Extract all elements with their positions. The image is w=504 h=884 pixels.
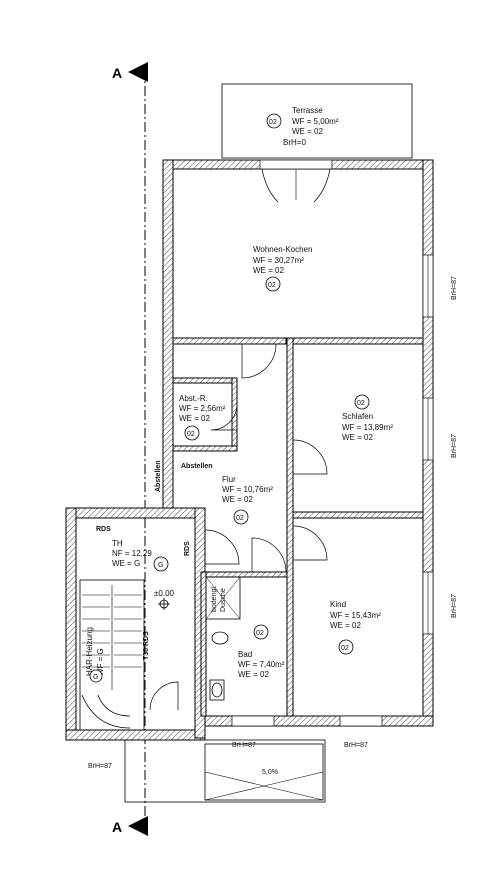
room-wf: WF = G	[96, 648, 105, 676]
label-brh-right-1: BrH=87	[451, 276, 458, 300]
label-slope: 5,0%	[262, 769, 278, 776]
label-abstellen-vertical: Abstellen	[155, 460, 162, 492]
room-wf: WF = 15,43m²	[330, 611, 381, 620]
right-windows	[422, 254, 434, 635]
room-abst: Abst.-R. WF = 2,56m² WE = 02 02	[179, 394, 226, 441]
room-we: WE = 02	[330, 621, 361, 630]
bathroom-fixtures	[205, 576, 241, 701]
room-wf: WF = 30,27m²	[253, 256, 304, 265]
staircase	[79, 579, 145, 731]
level-marker	[158, 598, 170, 610]
section-marker-bottom: A	[112, 819, 122, 835]
room-name: Abst.-R.	[179, 394, 208, 403]
room-name: Bad	[238, 650, 252, 659]
room-we: WE = 02	[222, 495, 253, 504]
room-wohnen: Wohnen-Kochen WF = 30,27m² WE = 02 02	[253, 245, 312, 292]
interior-walls	[172, 337, 424, 717]
room-wf: WF = 7,40m²	[238, 660, 285, 669]
label-abstellen: Abstellen	[181, 463, 213, 470]
label-brh-right-2: BrH=87	[451, 434, 458, 458]
section-line: A A	[112, 62, 148, 836]
bottom-windows	[231, 715, 383, 727]
room-badge: 02	[357, 400, 365, 407]
room-schlafen: 02 Schlafen WF = 13,89m² WE = 02	[342, 394, 393, 442]
room-we: WE = 02	[292, 127, 323, 136]
label-level: ±0.00	[154, 589, 175, 598]
room-name: Kind	[330, 600, 346, 609]
room-wf: NF = 12,29	[112, 549, 152, 558]
terrasse-area	[221, 83, 413, 159]
terrace-door	[259, 159, 333, 203]
room-bad: 02 Bad WF = 7,40m² WE = 02	[238, 624, 285, 679]
label-brh-bottom-2: BrH=87	[344, 742, 368, 749]
room-name: HAR-Heizung	[85, 627, 94, 676]
label-rds-side: RDS	[184, 541, 191, 556]
room-name: TH	[112, 539, 123, 548]
label-rds: RDS	[96, 526, 111, 533]
room-wf: WF = 5,00m²	[292, 117, 339, 126]
room-brh: BrH=0	[283, 138, 306, 147]
room-heizung: HAR-Heizung WF = G G	[85, 627, 105, 683]
room-wf: WF = 10,76m²	[222, 485, 273, 494]
room-wf: WF = 2,56m²	[179, 404, 226, 413]
room-badge: 02	[269, 119, 277, 126]
interior-doors	[149, 343, 328, 711]
room-badge: G	[158, 562, 163, 569]
room-terrasse: Terrasse WF = 5,00m² WE = 02 BrH=0 02	[266, 106, 339, 147]
section-marker-top: A	[112, 65, 122, 81]
room-name: Wohnen-Kochen	[253, 245, 312, 254]
room-badge: 02	[187, 431, 195, 438]
room-badge: 02	[341, 645, 349, 652]
room-wf: WF = 13,89m²	[342, 423, 393, 432]
room-badge: 02	[236, 515, 244, 522]
room-th: TH NF = 12,29 WE = G G	[112, 539, 169, 572]
room-we: WE = G	[112, 559, 140, 568]
room-we: WE = 02	[179, 414, 210, 423]
room-flur: Flur WF = 10,76m² WE = 02 02	[222, 475, 273, 525]
label-brh-left: BrH=87	[88, 763, 112, 770]
label-brh-right-3: BrH=87	[451, 594, 458, 618]
lower-carport	[124, 739, 326, 803]
room-name: Schlafen	[342, 412, 373, 421]
room-we: WE = 02	[238, 670, 269, 679]
label-dusche-1: bodengl.	[211, 585, 218, 612]
room-kind: Kind WF = 15,43m² WE = 02 02	[330, 600, 381, 655]
room-we: WE = 02	[342, 433, 373, 442]
room-badge: 02	[256, 630, 264, 637]
room-name: Terrasse	[292, 106, 323, 115]
label-t30-rds: T30 RDS	[143, 631, 150, 660]
room-name: Flur	[222, 475, 236, 484]
label-brh-bottom-1: BrH=87	[232, 742, 256, 749]
room-badge: 02	[268, 282, 276, 289]
room-we: WE = 02	[253, 266, 284, 275]
room-badge: G	[93, 674, 98, 681]
label-dusche-2: Dusche	[220, 588, 227, 612]
